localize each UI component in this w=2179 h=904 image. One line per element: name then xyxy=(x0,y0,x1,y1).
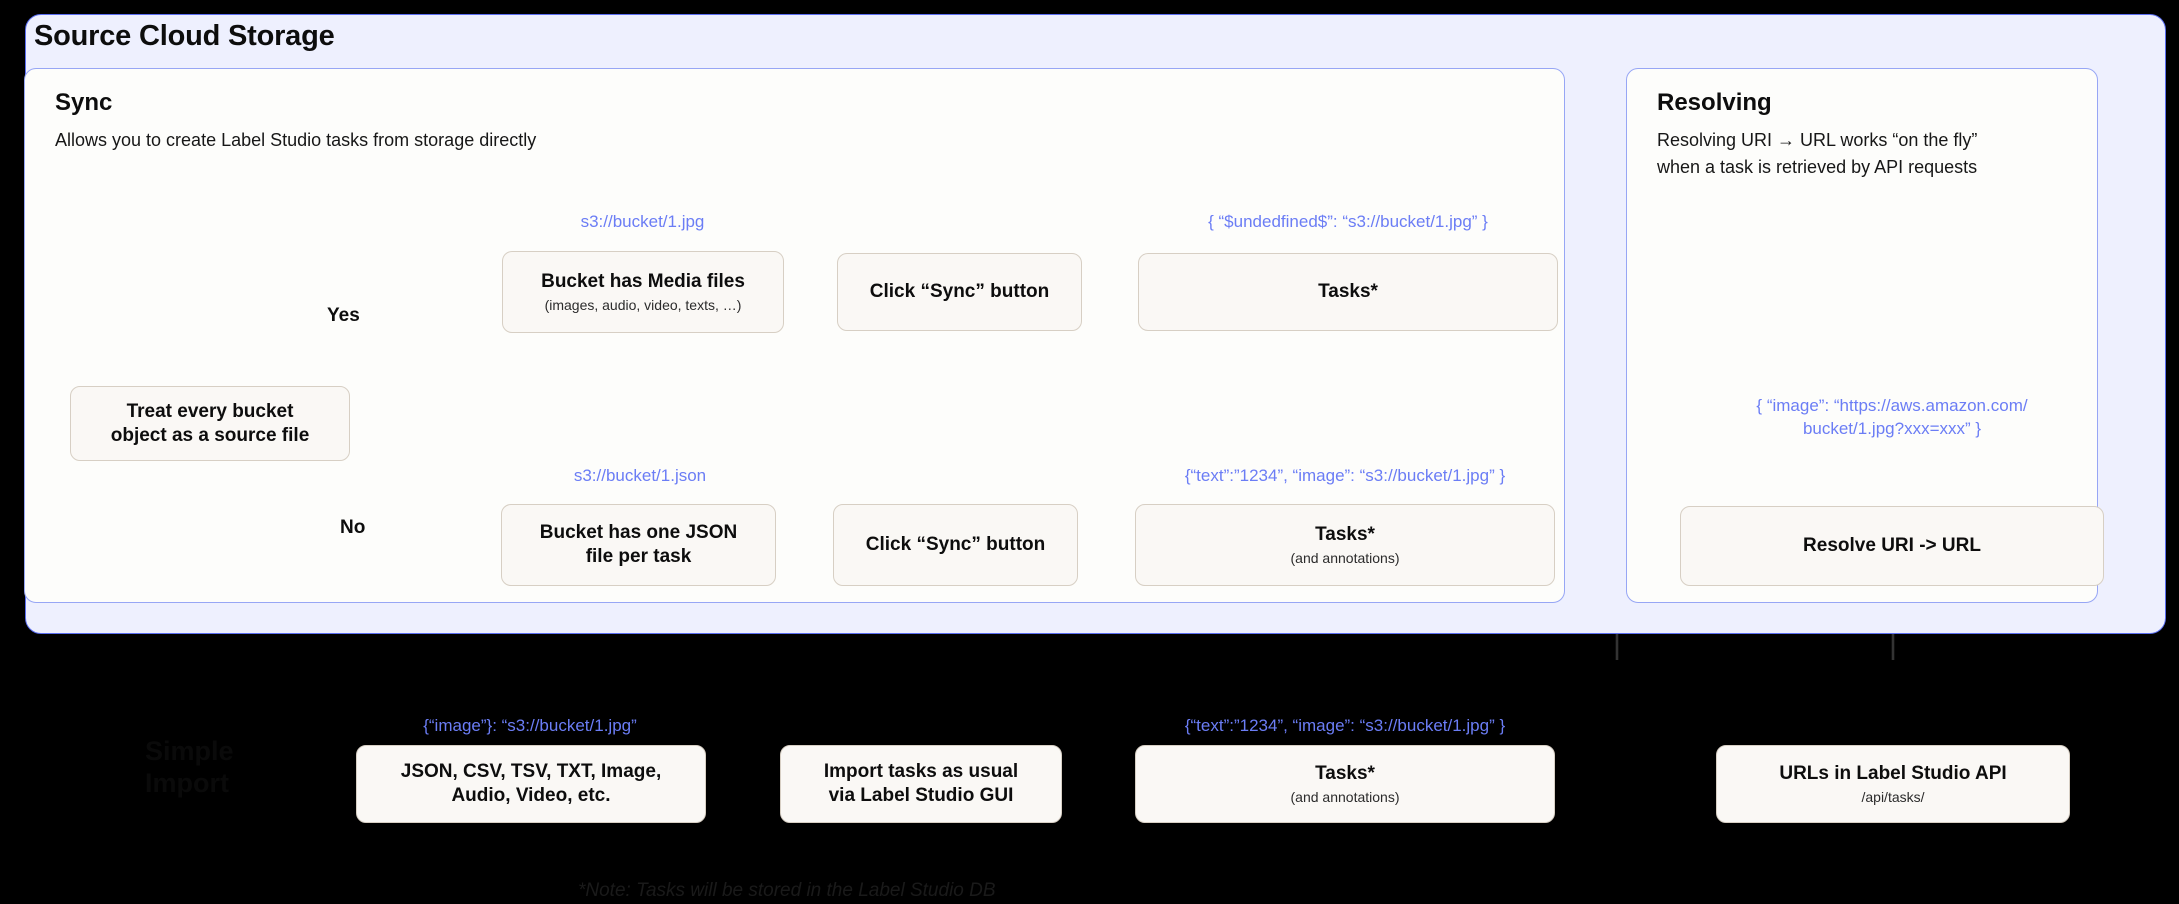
annotation-uri-jpg: s3://bucket/1.jpg xyxy=(580,212,705,231)
annotation-tasks-bottom-json: {“text”:”1234”, “image”: “s3://bucket/1.… xyxy=(1184,466,1506,485)
sync-card-subtitle: Allows you to create Label Studio tasks … xyxy=(55,130,537,150)
node-sublabel: (and annotations) xyxy=(1290,550,1400,567)
node-tasks-lower: Tasks* (and annotations) xyxy=(1135,745,1555,823)
node-supported-formats: JSON, CSV, TSV, TXT, Image, Audio, Video… xyxy=(356,745,706,823)
node-label: Tasks* xyxy=(1315,523,1375,545)
node-bucket-has-one-json-file: Bucket has one JSON file per task xyxy=(501,504,776,586)
node-import-tasks-gui: Import tasks as usual via Label Studio G… xyxy=(780,745,1062,823)
annotation-formats-json: {“image”}: “s3://bucket/1.jpg” xyxy=(423,716,637,735)
node-label: JSON, CSV, TSV, TXT, Image, Audio, Video… xyxy=(400,761,662,806)
simple-import-heading: Simple Import xyxy=(145,736,234,799)
node-label: Tasks* xyxy=(1315,762,1375,784)
node-label: Resolve URI -> URL xyxy=(1803,535,1981,557)
node-label: Tasks* xyxy=(1318,281,1378,303)
resolving-card-subtitle: Resolving URI → URL works “on the fly” w… xyxy=(1657,130,1978,177)
annotation-uri-json: s3://bucket/1.json xyxy=(573,466,707,485)
node-click-sync-button-bottom: Click “Sync” button xyxy=(833,504,1078,586)
node-label: Import tasks as usual via Label Studio G… xyxy=(823,761,1019,806)
node-sublabel: /api/tasks/ xyxy=(1861,789,1925,806)
node-label: Bucket has one JSON file per task xyxy=(539,522,738,567)
annotation-tasks-lower-json: {“text”:”1234”, “image”: “s3://bucket/1.… xyxy=(1184,716,1506,735)
simple-import-section: Simple Import {“image”}: “s3://bucket/1.… xyxy=(0,640,2179,904)
node-label: Click “Sync” button xyxy=(869,281,1050,303)
sync-card-title: Sync xyxy=(55,89,113,116)
node-sublabel: (images, audio, video, texts, …) xyxy=(544,297,742,314)
node-tasks-bottom: Tasks* (and annotations) xyxy=(1135,504,1555,586)
annotation-resolved-json: { “image”: “https://aws.amazon.com/ buck… xyxy=(1756,396,2028,438)
node-label: Click “Sync” button xyxy=(865,534,1046,556)
node-urls-label-studio-api: URLs in Label Studio API /api/tasks/ xyxy=(1716,745,2070,823)
node-treat-every-bucket-object: Treat every bucket object as a source fi… xyxy=(70,386,350,461)
annotation-tasks-top-json: { “$undedfined$”: “s3://bucket/1.jpg” } xyxy=(1208,212,1488,231)
node-tasks-top: Tasks* xyxy=(1138,253,1558,331)
page-title: Source Cloud Storage xyxy=(34,20,335,52)
node-click-sync-button-top: Click “Sync” button xyxy=(837,253,1082,331)
resolving-card-title: Resolving xyxy=(1657,89,1772,116)
edge-label-no: No xyxy=(340,517,366,538)
node-label: Bucket has Media files xyxy=(541,270,745,292)
node-bucket-has-media-files: Bucket has Media files (images, audio, v… xyxy=(502,251,784,333)
node-label: URLs in Label Studio API xyxy=(1779,762,2007,784)
edge-label-yes: Yes xyxy=(327,305,360,326)
node-label: Treat every bucket object as a source fi… xyxy=(110,400,310,446)
footnote-tasks-storage: *Note: Tasks will be stored in the Label… xyxy=(578,880,996,901)
node-resolve-uri-url: Resolve URI -> URL xyxy=(1680,506,2104,586)
node-sublabel: (and annotations) xyxy=(1290,789,1400,806)
